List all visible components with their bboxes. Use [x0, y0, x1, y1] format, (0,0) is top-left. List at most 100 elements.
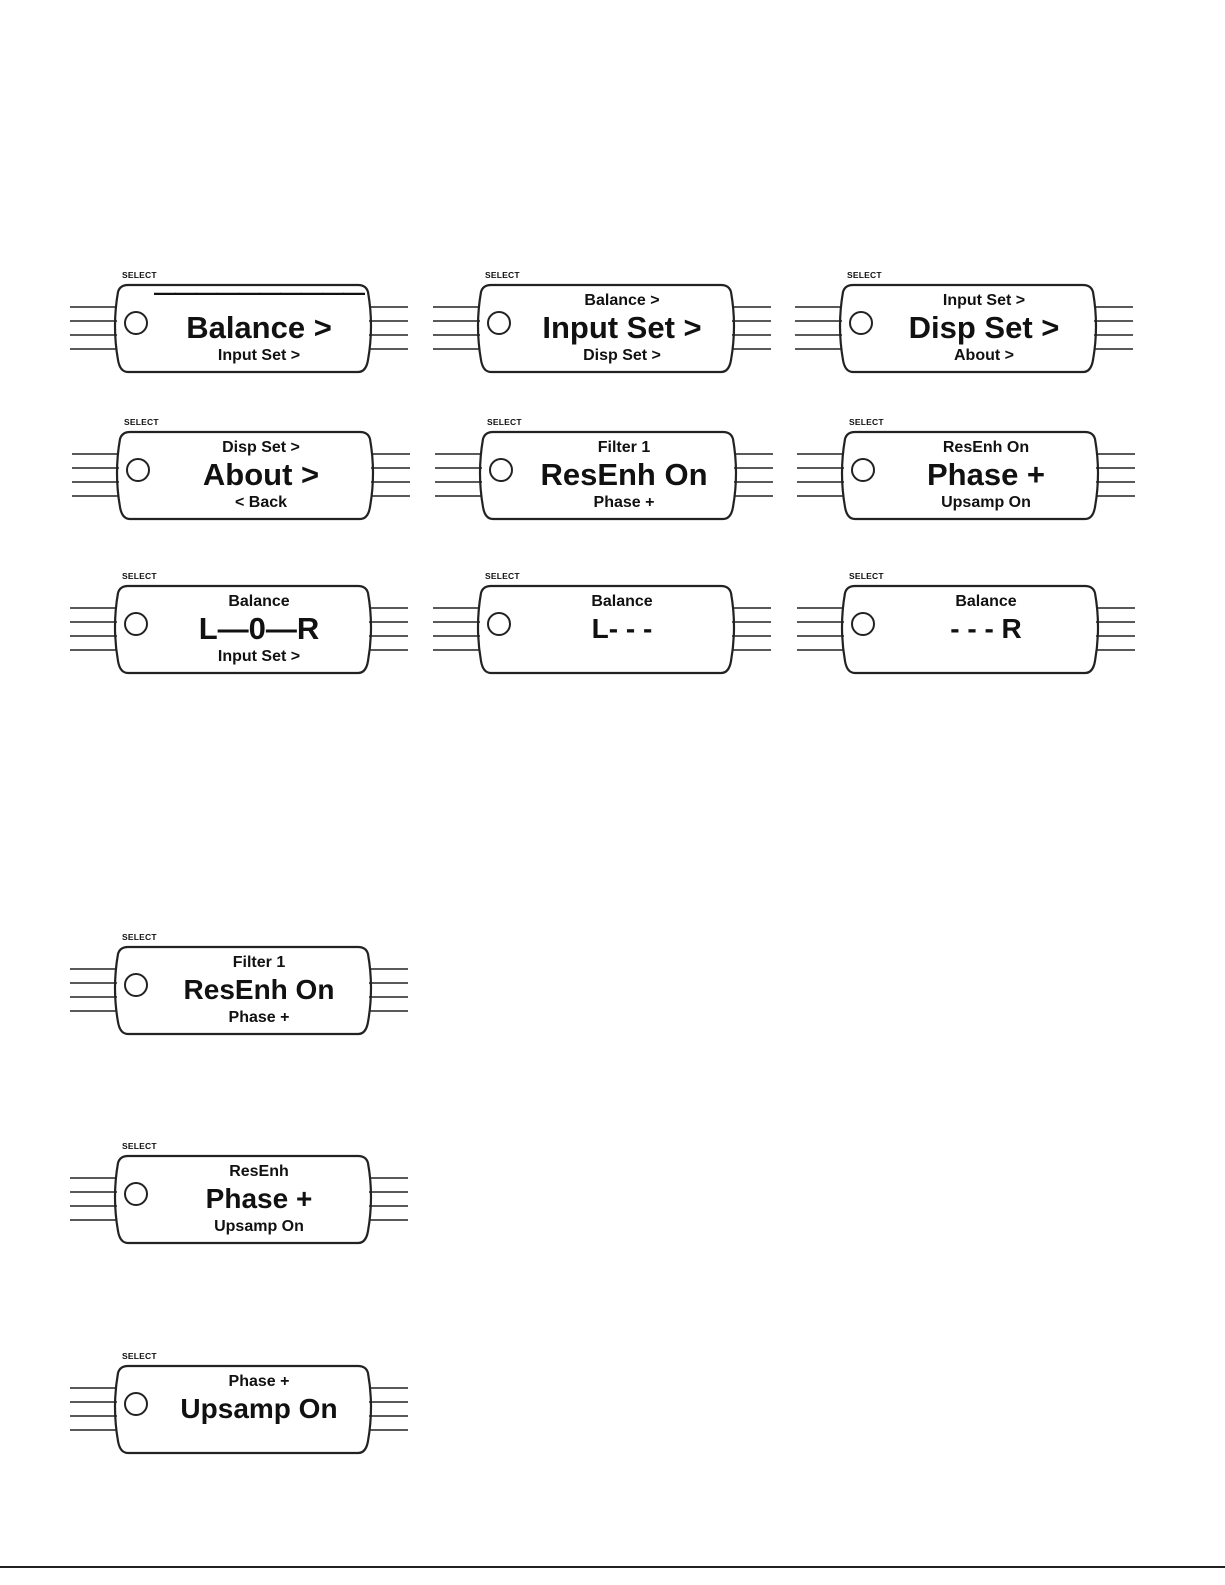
select-knob[interactable]	[851, 458, 875, 482]
select-label: SELECT	[849, 571, 884, 581]
select-label: SELECT	[485, 270, 520, 280]
select-label: SELECT	[847, 270, 882, 280]
display-body-outline	[113, 1364, 373, 1455]
display-screen: ResEnh Phase + Upsamp On	[154, 1155, 364, 1251]
display-frame	[433, 584, 771, 675]
display-body-outline	[476, 584, 736, 675]
display-bottom-line: Input Set >	[217, 347, 301, 364]
select-label: SELECT	[122, 932, 157, 942]
display-bottom-line: Upsamp On	[941, 494, 1031, 511]
display-main-line: - - - R	[950, 613, 1022, 644]
display-top-line: ResEnh On	[942, 439, 1030, 456]
select-knob[interactable]	[849, 311, 873, 335]
display-top-line: Balance	[591, 593, 653, 610]
display-screen: Filter 1 ResEnh On Phase +	[154, 946, 364, 1042]
display-body-outline	[113, 283, 373, 374]
display-body-outline	[478, 430, 738, 521]
display-panel-resenh: SELECT Filter 1 ResEnh On Phase +	[435, 417, 775, 529]
display-bottom-line: Input Set >	[217, 648, 301, 665]
display-top-line: ——————————	[154, 280, 365, 305]
display-main-line: About >	[202, 457, 320, 492]
display-screen: Disp Set > About > < Back	[156, 431, 366, 527]
display-bottom-line: Disp Set >	[583, 347, 661, 364]
display-screen: Filter 1 ResEnh On Phase +	[519, 431, 729, 527]
select-label: SELECT	[487, 417, 522, 427]
select-knob[interactable]	[124, 1182, 148, 1206]
display-panel-disp-set: SELECT Input Set > Disp Set > About >	[795, 270, 1135, 382]
select-knob[interactable]	[487, 311, 511, 335]
select-knob[interactable]	[489, 458, 513, 482]
display-panel-balance-right: SELECT Balance - - - R	[797, 571, 1137, 683]
display-bottom-line: Upsamp On	[214, 1218, 304, 1235]
display-main-line: Phase +	[205, 1183, 313, 1214]
display-frame	[70, 1364, 408, 1455]
select-knob[interactable]	[487, 612, 511, 636]
display-body-outline	[840, 584, 1100, 675]
display-panel-about: SELECT Disp Set > About > < Back	[72, 417, 412, 529]
display-frame	[797, 430, 1135, 521]
display-main-line: L- - -	[591, 613, 653, 644]
display-body-outline	[113, 1154, 373, 1245]
display-main-line: ResEnh On	[540, 457, 708, 492]
select-knob[interactable]	[124, 612, 148, 636]
select-label: SELECT	[849, 417, 884, 427]
display-panel-balance-left: SELECT Balance L- - -	[433, 571, 773, 683]
display-top-line: Balance >	[584, 292, 660, 309]
display-body-outline	[838, 283, 1098, 374]
display-screen: Balance > Input Set > Disp Set >	[517, 284, 727, 380]
select-knob[interactable]	[126, 458, 150, 482]
display-bottom-line: About >	[954, 347, 1014, 364]
display-main-line: Phase +	[926, 457, 1046, 492]
display-frame	[435, 430, 773, 521]
display-body-outline	[840, 430, 1100, 521]
display-frame	[433, 283, 771, 374]
display-screen: Input Set > Disp Set > About >	[879, 284, 1089, 380]
display-frame	[70, 945, 408, 1036]
display-panel-upsamp: SELECT Phase + Upsamp On	[70, 1351, 410, 1463]
display-panel-phase: SELECT ResEnh On Phase + Upsamp On	[797, 417, 1137, 529]
display-frame	[795, 283, 1133, 374]
display-screen: Phase + Upsamp On	[154, 1365, 364, 1461]
display-body-outline	[113, 945, 373, 1036]
display-screen: Balance L- - -	[517, 585, 727, 681]
display-panel-filter: SELECT Filter 1 ResEnh On Phase +	[70, 932, 410, 1044]
select-knob[interactable]	[124, 973, 148, 997]
display-frame	[70, 283, 408, 374]
display-bottom-line: Phase +	[228, 1009, 290, 1026]
display-body-outline	[113, 584, 373, 675]
page-bottom-rule	[0, 1566, 1225, 1568]
display-frame	[797, 584, 1135, 675]
display-main-line: Upsamp On	[180, 1393, 338, 1424]
display-main-line: ResEnh On	[183, 974, 335, 1005]
display-screen: Balance L—0—R Input Set >	[154, 585, 364, 681]
display-top-line: ResEnh	[229, 1163, 289, 1180]
display-body-outline	[476, 283, 736, 374]
display-frame	[70, 1154, 408, 1245]
display-top-line: Input Set >	[942, 292, 1026, 309]
display-panel-phase-detail: SELECT ResEnh Phase + Upsamp On	[70, 1141, 410, 1253]
select-label: SELECT	[485, 571, 520, 581]
display-bottom-line: Phase +	[593, 494, 655, 511]
display-top-line: Disp Set >	[222, 439, 300, 456]
display-top-line: Balance	[228, 593, 290, 610]
select-label: SELECT	[122, 571, 157, 581]
display-panel-input-set: SELECT Balance > Input Set > Disp Set >	[433, 270, 773, 382]
display-screen: Balance - - - R	[881, 585, 1091, 681]
display-panel-balance: SELECT —————————— Balance > Input Set >	[70, 270, 410, 382]
display-top-line: Phase +	[228, 1373, 290, 1390]
display-bottom-line: < Back	[234, 494, 288, 511]
select-label: SELECT	[122, 1351, 157, 1361]
select-knob[interactable]	[124, 1392, 148, 1416]
select-label: SELECT	[122, 1141, 157, 1151]
select-label: SELECT	[122, 270, 157, 280]
display-main-line: L—0—R	[198, 611, 320, 646]
display-screen: ResEnh On Phase + Upsamp On	[881, 431, 1091, 527]
display-top-line: Filter 1	[232, 954, 286, 971]
select-knob[interactable]	[851, 612, 875, 636]
select-knob[interactable]	[124, 311, 148, 335]
display-main-line: Balance >	[186, 310, 332, 345]
display-frame	[72, 430, 410, 521]
display-top-line: Filter 1	[597, 439, 651, 456]
display-screen: —————————— Balance > Input Set >	[154, 280, 365, 380]
display-panel-balance-center: SELECT Balance L—0—R Input Set >	[70, 571, 410, 683]
